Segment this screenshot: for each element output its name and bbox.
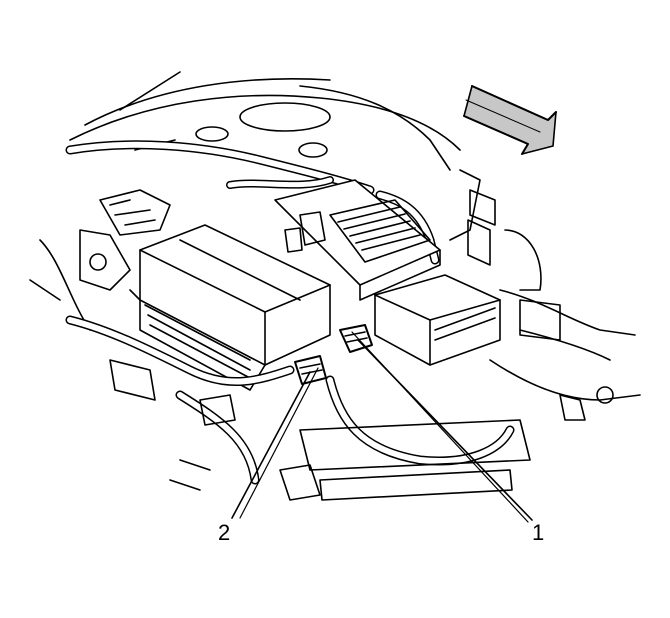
left-strut-tower xyxy=(29,189,171,331)
leader-line-1 xyxy=(351,331,533,523)
battery-cover xyxy=(374,274,501,366)
engine-control-module xyxy=(274,179,441,301)
right-side-structure xyxy=(449,169,641,421)
connector-2 xyxy=(294,355,327,385)
cowl-outline xyxy=(69,71,461,171)
underhood-fuse-block xyxy=(129,224,331,391)
upper-wiring-harness xyxy=(65,140,440,265)
callout-1: 1 xyxy=(532,520,545,545)
front-direction-arrow-icon xyxy=(463,85,557,155)
lower-center-harness xyxy=(169,375,531,501)
lower-left-harness xyxy=(65,315,321,501)
callout-2: 2 xyxy=(218,520,231,545)
leader-line-2 xyxy=(231,367,319,519)
